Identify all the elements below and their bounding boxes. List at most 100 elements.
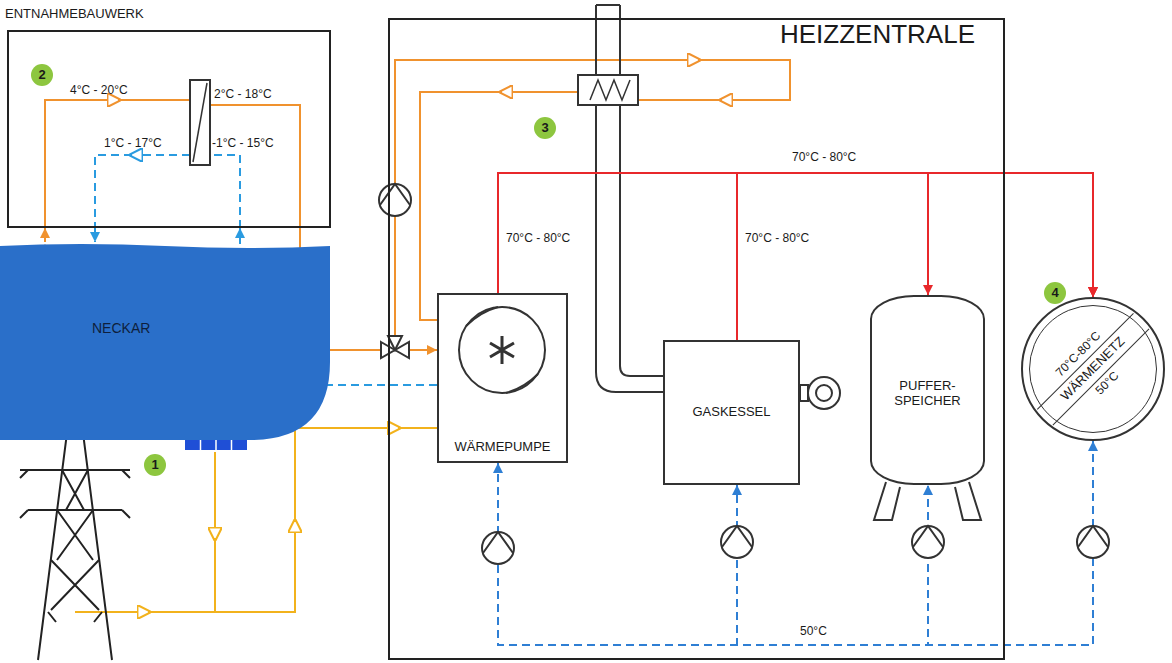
node-label: WÄRMEPUMPE bbox=[454, 440, 550, 455]
river-shape: NECKAR bbox=[0, 242, 330, 440]
arrow-head bbox=[732, 485, 742, 495]
chimney bbox=[596, 4, 620, 6]
power-line bbox=[214, 452, 216, 540]
pipe-line bbox=[737, 441, 1093, 645]
power-pylon bbox=[20, 470, 130, 478]
recovery-pipe bbox=[395, 60, 790, 340]
pipe-line bbox=[737, 173, 1093, 340]
source-pipe bbox=[130, 154, 190, 156]
power-pylon bbox=[48, 612, 102, 622]
pump-symbol bbox=[721, 526, 753, 558]
compressor-symbol bbox=[490, 336, 514, 364]
flue-heat-exchanger bbox=[578, 75, 638, 105]
heat-network-circle: 70°C-80°CWÄRMENETZ50°C bbox=[1021, 297, 1165, 441]
pipe-connector bbox=[923, 173, 1098, 297]
power-line bbox=[295, 428, 400, 522]
recovery-pipe bbox=[500, 91, 578, 93]
chimney bbox=[596, 5, 663, 392]
three-way-valve bbox=[381, 336, 409, 358]
chimney bbox=[620, 5, 663, 376]
recovery-pipe bbox=[638, 99, 722, 101]
arrow-head bbox=[90, 232, 100, 242]
pipe-connector bbox=[40, 228, 50, 242]
burner-fan bbox=[800, 377, 840, 409]
river-outline bbox=[0, 242, 330, 440]
source-pipe bbox=[95, 155, 132, 228]
pipe-line bbox=[928, 441, 1093, 645]
arrow-head bbox=[427, 345, 437, 355]
callout-number: 2 bbox=[31, 64, 53, 86]
pump-symbol bbox=[482, 532, 514, 564]
compressor-symbol bbox=[459, 307, 545, 393]
pipe-connector bbox=[90, 228, 100, 242]
river-outline bbox=[0, 244, 330, 440]
heat-exchanger bbox=[190, 80, 210, 165]
range-label: 2°C - 18°C bbox=[214, 88, 272, 102]
source-pipe bbox=[45, 100, 120, 228]
boiler-box: GASKESSEL bbox=[663, 340, 800, 485]
temp-label: 50°C bbox=[800, 625, 827, 639]
three-way-valve bbox=[388, 336, 402, 350]
arrow-head bbox=[493, 463, 503, 473]
heat-exchanger bbox=[190, 80, 210, 165]
arrow-head bbox=[1088, 287, 1098, 297]
tank-legs bbox=[874, 482, 900, 520]
node-label: ENTNAHMEBAUWERK bbox=[5, 7, 144, 22]
pump-symbol bbox=[379, 184, 411, 216]
burner-fan bbox=[816, 385, 832, 401]
arrow-head bbox=[1088, 441, 1098, 451]
heat-pump-box: WÄRMEPUMPE bbox=[437, 293, 568, 463]
callout-number: 4 bbox=[1044, 282, 1066, 304]
pump-symbol bbox=[912, 526, 944, 558]
burner-fan bbox=[800, 385, 808, 401]
power-pylon bbox=[38, 425, 112, 660]
building-box: ENTNAHMEBAUWERK bbox=[7, 30, 331, 228]
chimney bbox=[596, 5, 663, 392]
pipe-connector bbox=[923, 441, 1098, 645]
burner-fan bbox=[808, 377, 840, 409]
arrow-head bbox=[40, 228, 50, 238]
source-pipe bbox=[210, 105, 300, 228]
arrow-head bbox=[923, 285, 933, 295]
plant-box: HEIZZENTRALE WÄRMEPUMPE GASKESSEL PUFFER- S… bbox=[388, 18, 1005, 660]
source-pipe bbox=[45, 100, 300, 228]
compressor-symbol bbox=[459, 307, 545, 393]
power-line bbox=[214, 538, 216, 612]
temp-label: 70°C - 80°C bbox=[745, 232, 809, 246]
source-pipe bbox=[118, 99, 190, 101]
pipe-connector bbox=[732, 441, 1093, 645]
power-line bbox=[75, 428, 437, 612]
pipe-line bbox=[928, 173, 1093, 297]
pipe-connector bbox=[493, 441, 1093, 645]
recovery-pipe bbox=[420, 92, 502, 320]
recovery-pipe bbox=[698, 60, 790, 100]
power-line bbox=[398, 427, 437, 429]
flue-heat-exchanger bbox=[578, 75, 638, 105]
pipe-connector bbox=[498, 173, 1098, 297]
power-line bbox=[148, 520, 295, 612]
node-label: PUFFER- SPEICHER bbox=[886, 379, 970, 409]
arrow-head bbox=[1088, 287, 1098, 297]
rotated-group: 70°C-80°CWÄRMENETZ50°C bbox=[1026, 302, 1161, 437]
heat-exchanger bbox=[193, 83, 207, 162]
tank-legs bbox=[955, 482, 981, 520]
range-label: 4°C - 20°C bbox=[70, 84, 128, 98]
arrow-head bbox=[1088, 287, 1098, 297]
buffer-tank: PUFFER- SPEICHER bbox=[870, 295, 985, 485]
compressor-symbol bbox=[506, 374, 538, 393]
callout-number: 1 bbox=[144, 454, 166, 476]
node-label: GASKESSEL bbox=[692, 405, 770, 420]
source-pipe bbox=[210, 155, 240, 228]
node-label: NECKAR bbox=[92, 320, 150, 336]
power-line bbox=[75, 611, 150, 613]
range-label: 1°C - 17°C bbox=[104, 137, 162, 151]
temp-label: 70°C - 80°C bbox=[506, 232, 570, 246]
power-pylon bbox=[20, 412, 130, 660]
flue-heat-exchanger bbox=[590, 80, 630, 100]
power-pylon bbox=[20, 510, 130, 518]
node-label: HEIZZENTRALE bbox=[780, 20, 975, 50]
pump-symbol bbox=[1077, 526, 1109, 558]
arrow-head bbox=[923, 485, 933, 495]
recovery-pipe bbox=[395, 60, 700, 340]
callout-number: 3 bbox=[534, 117, 556, 139]
